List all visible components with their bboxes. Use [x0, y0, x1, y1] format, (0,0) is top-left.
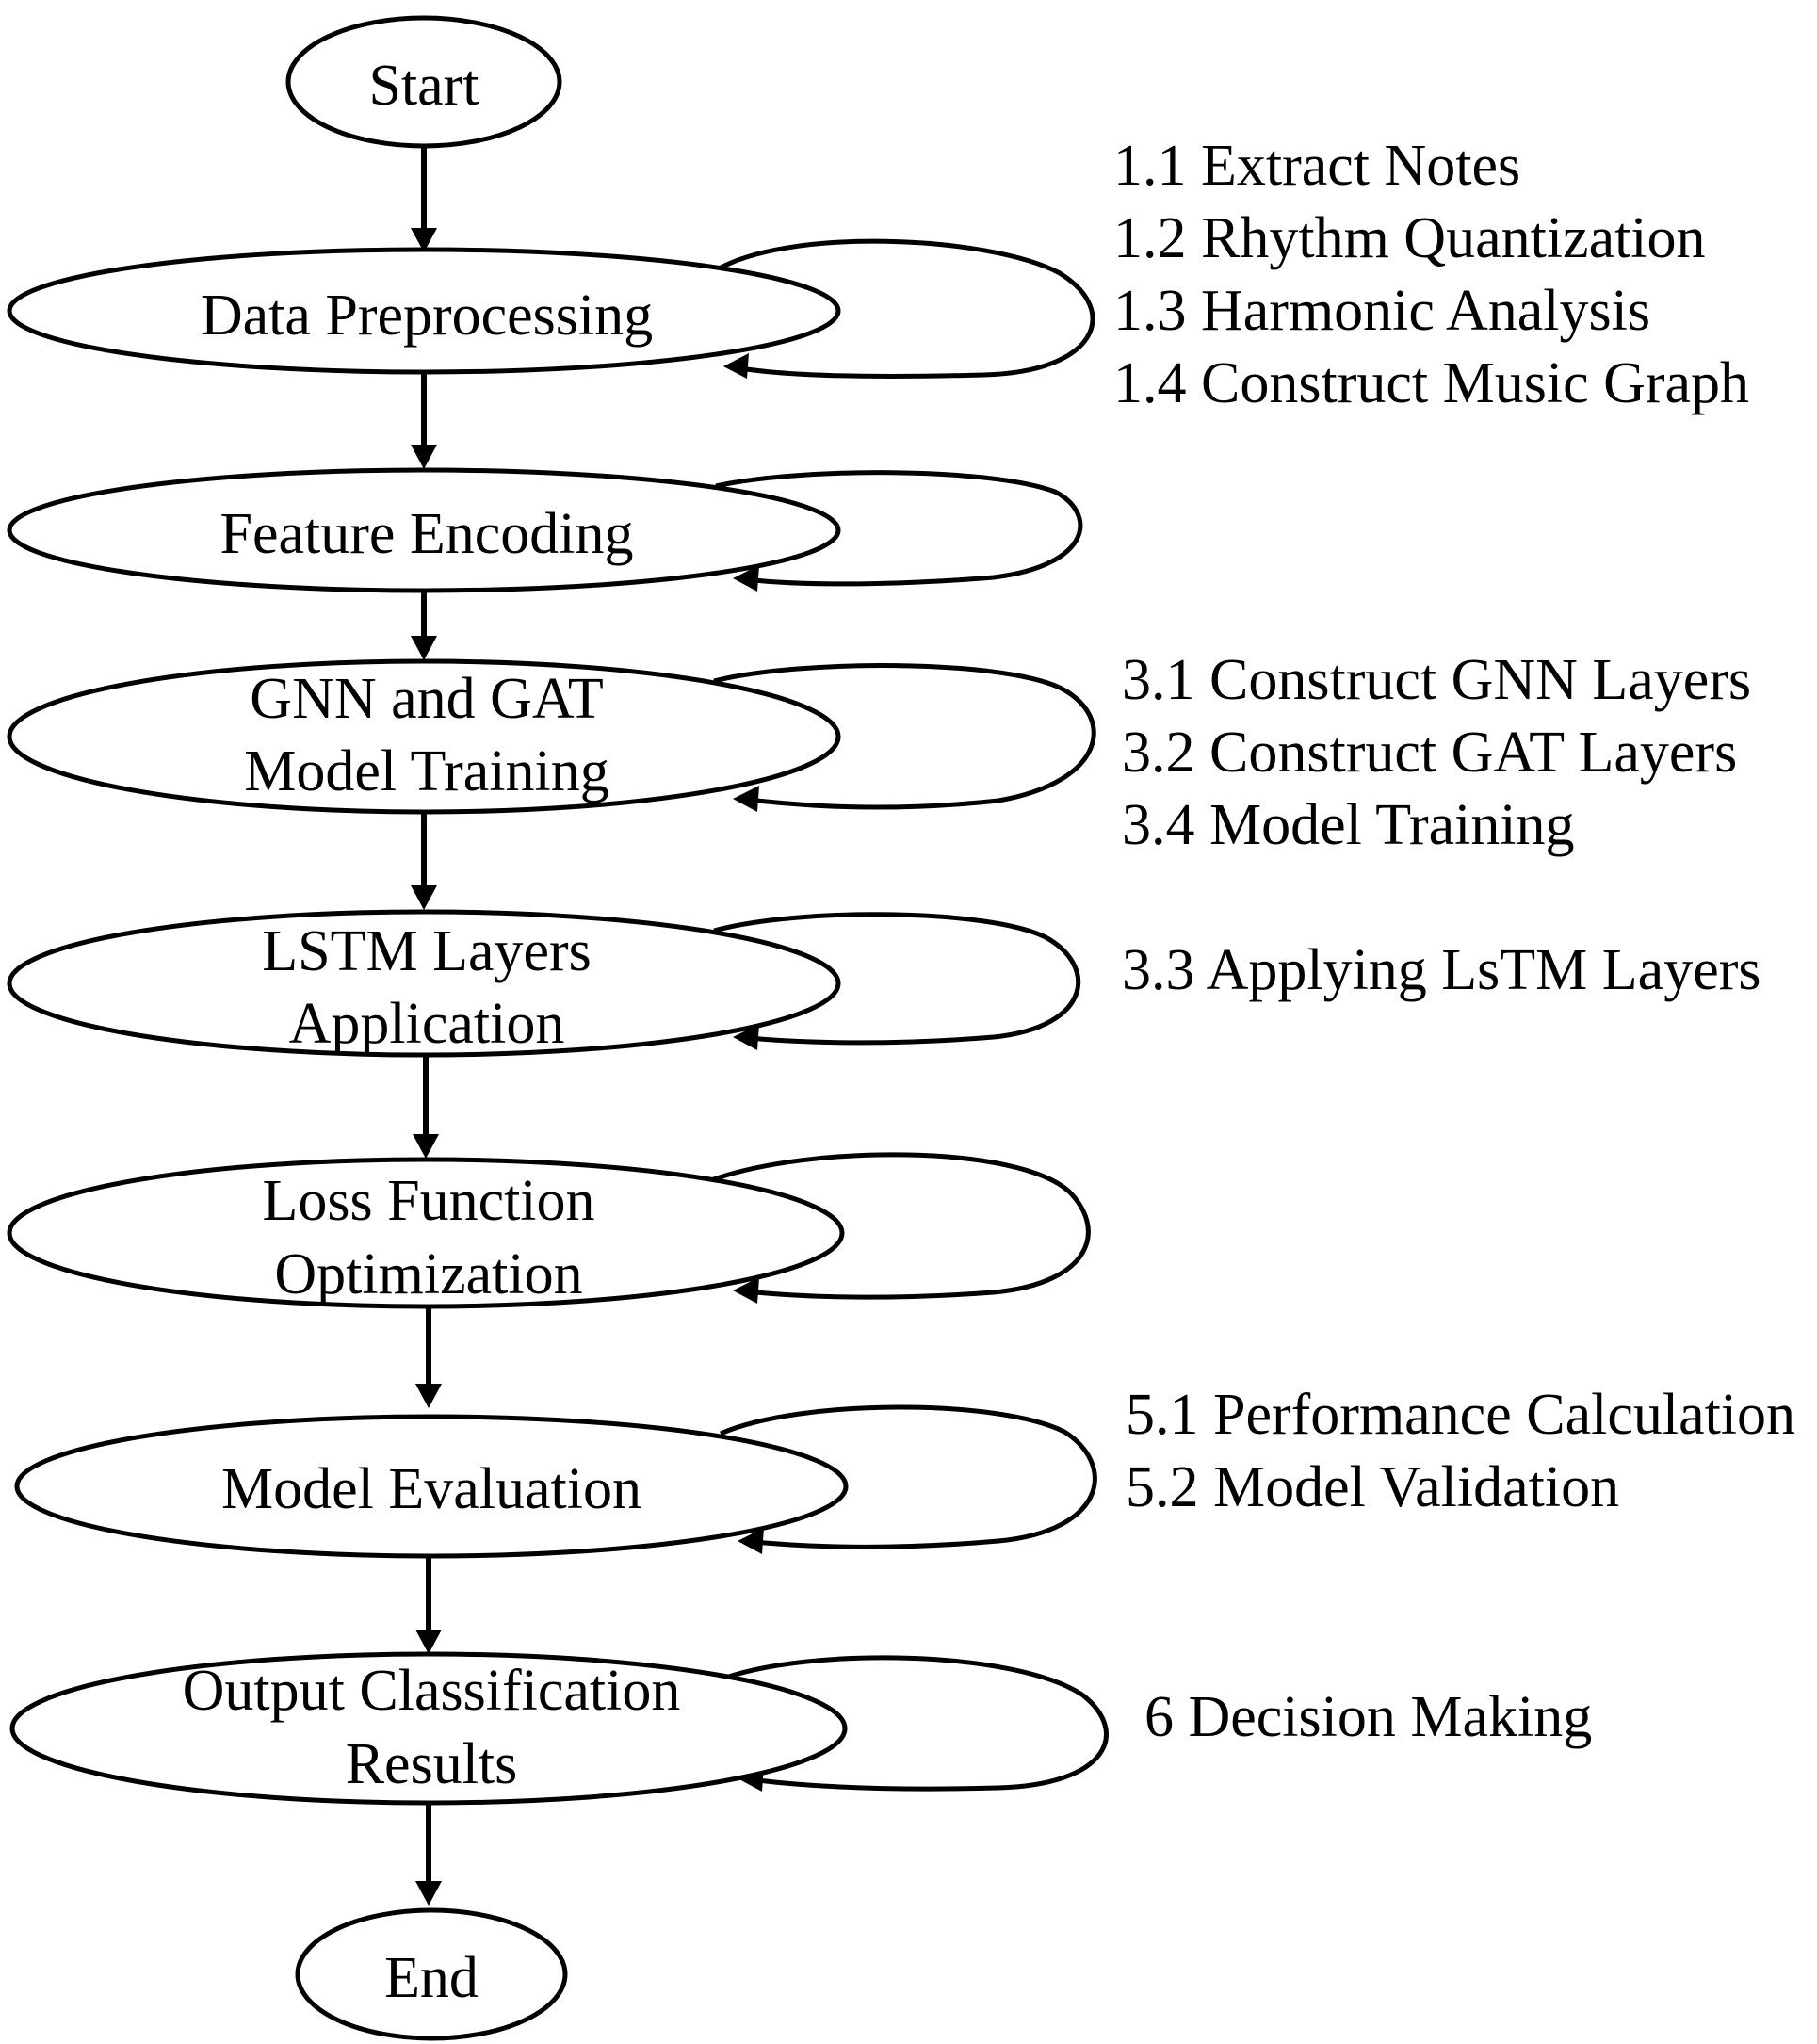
loop-head-gnn	[733, 786, 759, 812]
loss-label-line2: Optimization	[274, 1242, 582, 1306]
substep-6: 6 Decision Making	[1144, 1685, 1592, 1749]
flow-edges	[411, 146, 442, 1906]
substep-5-1: 5.1 Performance Calculation	[1126, 1383, 1795, 1447]
lstm-label-line1: LSTM Layers	[262, 919, 592, 983]
substep-1-2: 1.2 Rhythm Quantization	[1113, 206, 1706, 270]
encode-label: Feature Encoding	[219, 502, 633, 566]
loop-gnn	[713, 663, 1096, 810]
node-start	[285, 15, 562, 149]
node-preprocess	[7, 247, 841, 375]
loop-preprocess	[709, 238, 1095, 380]
loop-loss	[710, 1152, 1091, 1300]
substep-5-2: 5.2 Model Validation	[1126, 1455, 1619, 1519]
loop-output	[720, 1655, 1109, 1792]
self-loops	[709, 238, 1109, 1792]
substep-3-1: 3.1 Construct GNN Layers	[1122, 648, 1751, 712]
output-label-line1: Output Classification	[183, 1659, 681, 1723]
loop-head-eval	[738, 1528, 764, 1554]
arrowhead-gnn	[411, 636, 437, 660]
arrowhead-end	[415, 1881, 442, 1906]
node-eval	[14, 1414, 849, 1559]
eval-label: Model Evaluation	[221, 1457, 641, 1521]
gnn-label-line1: GNN and GAT	[250, 667, 603, 731]
loop-head-lstm	[733, 1024, 759, 1050]
node-gnn	[7, 658, 841, 815]
loop-head-loss	[733, 1277, 759, 1304]
lstm-label-line2: Application	[289, 992, 565, 1056]
loop-eval	[720, 1404, 1097, 1549]
arrowhead-loss	[413, 1134, 439, 1159]
node-end	[295, 1907, 568, 2041]
output-label-line2: Results	[346, 1732, 518, 1796]
loss-label-line1: Loss Function	[262, 1169, 594, 1233]
arrowhead-encode	[411, 445, 437, 469]
arrowhead-lstm	[411, 885, 437, 910]
node-encode	[7, 467, 841, 593]
substep-1-1: 1.1 Extract Notes	[1113, 134, 1520, 198]
loop-lstm	[713, 912, 1080, 1046]
loop-head-encode	[733, 565, 759, 592]
node-labels: Start Data Preprocessing Feature Encodin…	[183, 54, 681, 2010]
start-label: Start	[368, 54, 479, 118]
substep-1-4: 1.4 Construct Music Graph	[1113, 351, 1749, 415]
loop-head-preprocess	[723, 353, 749, 379]
arrowhead-preprocess	[411, 228, 437, 252]
arrowhead-eval	[415, 1384, 442, 1408]
node-lstm	[7, 909, 841, 1058]
node-loss	[7, 1157, 845, 1309]
substep-1-3: 1.3 Harmonic Analysis	[1113, 279, 1650, 343]
preprocess-label: Data Preprocessing	[201, 284, 653, 348]
gnn-label-line2: Model Training	[244, 739, 609, 803]
substep-3-4: 3.4 Model Training	[1122, 793, 1575, 857]
substep-annotations: 1.1 Extract Notes 1.2 Rhythm Quantizatio…	[1113, 134, 1795, 1749]
arrowhead-output	[415, 1630, 442, 1654]
node-output	[9, 1651, 848, 1806]
end-label: End	[384, 1946, 479, 2010]
loop-encode	[715, 470, 1083, 587]
substep-3-2: 3.2 Construct GAT Layers	[1122, 721, 1737, 785]
substep-3-3: 3.3 Applying LsTM Layers	[1122, 938, 1761, 1002]
nodes	[7, 15, 849, 2041]
